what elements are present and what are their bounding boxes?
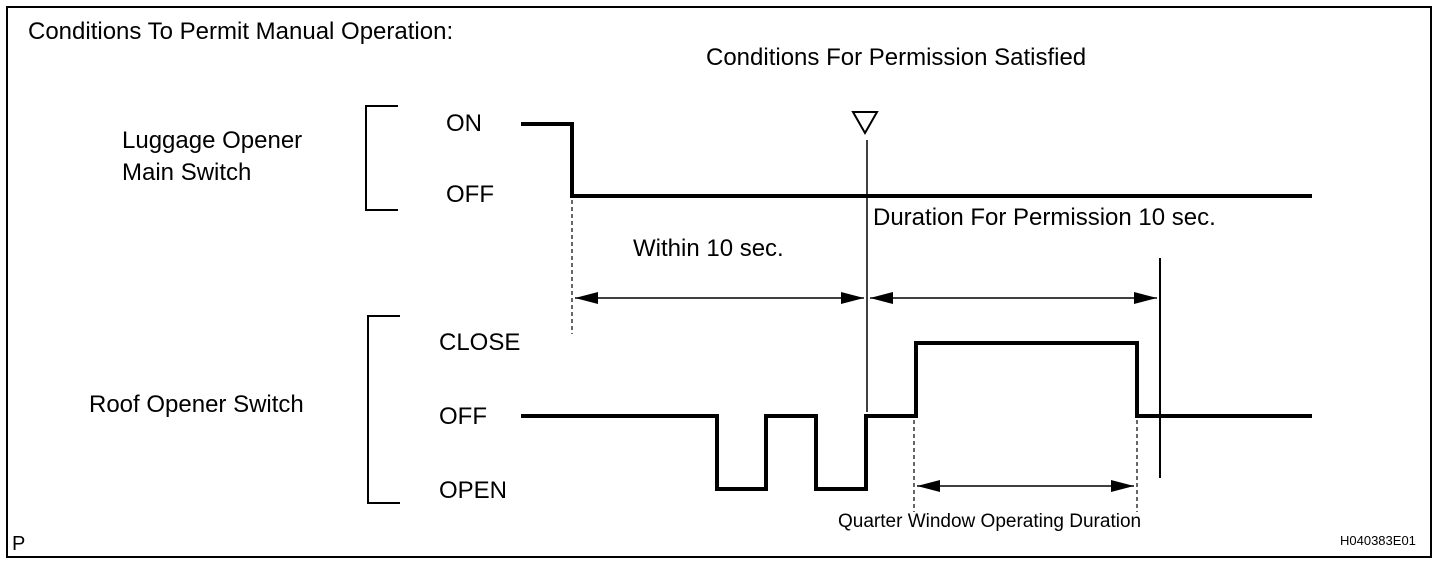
quarter-arrow-left-head: [917, 480, 940, 492]
luggage-switch-waveform: [521, 122, 1312, 198]
roof-switch-bracket: [367, 315, 400, 504]
within-arrow-right-head: [841, 292, 864, 304]
permission-duration-label: Duration For Permission 10 sec.: [873, 204, 1216, 231]
close-state-label: CLOSE: [439, 329, 521, 356]
luggage-switch-label-line1: Luggage Opener: [122, 127, 303, 154]
quarter-window-duration-label: Quarter Window Operating Duration: [838, 511, 1142, 532]
open-state-label: OPEN: [439, 477, 508, 504]
on-state-label: ON: [446, 110, 482, 137]
figure-code-label: H040383E01: [1340, 533, 1416, 548]
within-time-label: Within 10 sec.: [633, 235, 784, 262]
luggage-off-state-label: OFF: [446, 181, 494, 208]
roof-switch-waveform: [521, 341, 1312, 491]
roof-off-state-label: OFF: [439, 403, 487, 430]
diagram-title: Conditions To Permit Manual Operation:: [28, 18, 454, 45]
luggage-switch-bracket: [365, 105, 398, 211]
within-arrow-left-head: [575, 292, 598, 304]
diagram-frame: [6, 6, 1432, 558]
permission-satisfied-label: Conditions For Permission Satisfied: [706, 44, 1087, 71]
luggage-switch-label-line2: Main Switch: [122, 159, 252, 186]
duration-arrow-left-head: [870, 292, 893, 304]
quarter-arrow-right-head: [1111, 480, 1134, 492]
corner-p-label: P: [12, 533, 26, 555]
duration-arrow-right-head: [1134, 292, 1157, 304]
down-triangle-icon: [851, 111, 879, 136]
roof-switch-label: Roof Opener Switch: [89, 391, 304, 418]
